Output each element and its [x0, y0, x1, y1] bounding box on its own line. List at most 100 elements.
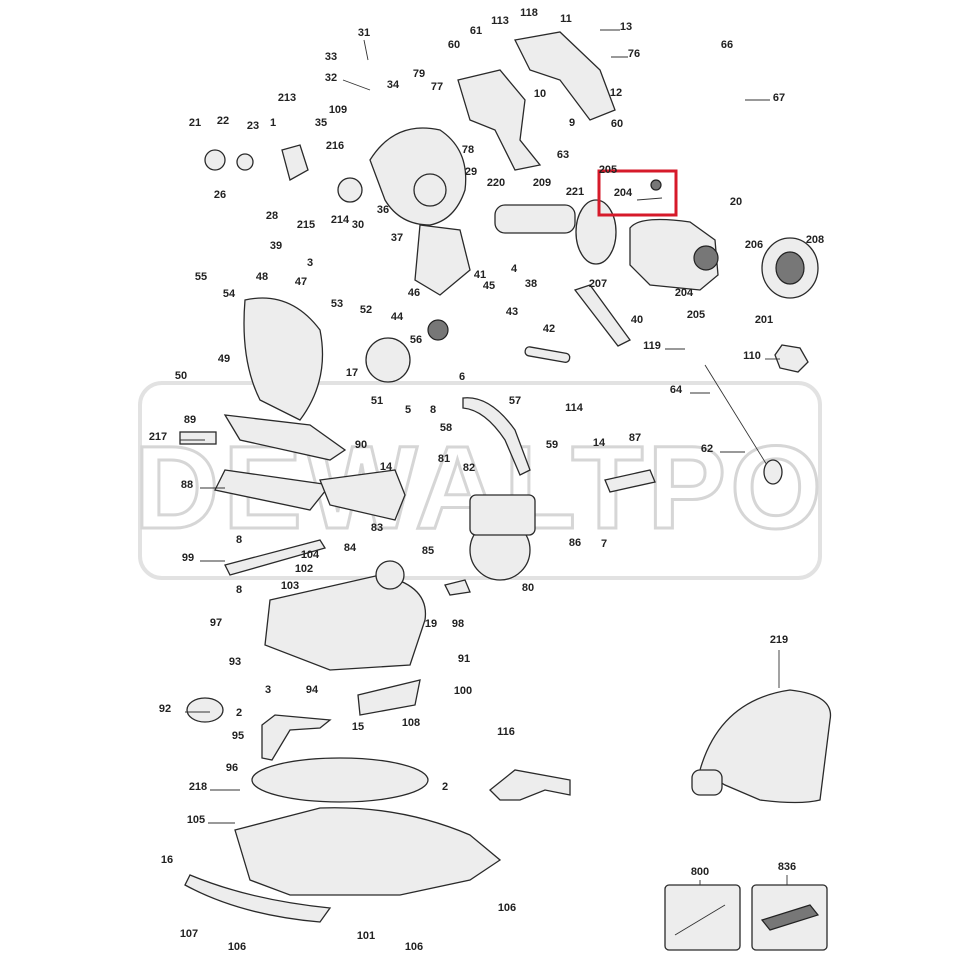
- part-label-59: 59: [546, 439, 558, 451]
- washer-23-part: [236, 153, 254, 171]
- part-label-67: 67: [773, 92, 785, 104]
- part-label-36: 36: [377, 204, 389, 216]
- part-label-17: 17: [346, 367, 358, 379]
- part-label-50: 50: [175, 370, 187, 382]
- part-label-5: 5: [405, 404, 411, 416]
- part-label-206: 206: [745, 239, 763, 251]
- part-label-96: 96: [226, 762, 238, 774]
- part-label-95: 95: [232, 730, 244, 742]
- part-label-106: 106: [228, 941, 246, 953]
- part-label-79: 79: [413, 68, 425, 80]
- lever-95-part: [261, 714, 332, 761]
- part-label-16: 16: [161, 854, 173, 866]
- part-label-14: 14: [593, 437, 606, 449]
- part-label-204: 204: [675, 287, 694, 299]
- table-ring-108-part: [251, 757, 429, 803]
- part-label-46: 46: [408, 287, 420, 299]
- part-label-221: 221: [566, 186, 584, 198]
- part-label-107: 107: [180, 928, 198, 940]
- part-label-6: 6: [459, 371, 465, 383]
- part-label-114: 114: [565, 402, 584, 414]
- part-label-836: 836: [778, 861, 796, 873]
- part-label-87: 87: [629, 432, 641, 444]
- wrench-800-part: [674, 904, 726, 936]
- part-label-216: 216: [326, 140, 344, 152]
- part-label-201: 201: [755, 314, 773, 326]
- bevel-handle-part: [604, 469, 656, 493]
- scale-107-part: [184, 874, 332, 923]
- part-label-47: 47: [295, 276, 307, 288]
- screw-204-part: [650, 179, 662, 191]
- part-label-118: 118: [520, 7, 538, 19]
- part-label-116: 116: [497, 726, 515, 738]
- fence-89-part: [223, 414, 347, 461]
- part-label-28: 28: [266, 210, 278, 222]
- part-label-38: 38: [525, 278, 537, 290]
- part-label-77: 77: [431, 81, 443, 93]
- part-label-78: 78: [462, 144, 474, 156]
- part-label-2: 2: [236, 707, 242, 719]
- part-label-220: 220: [487, 177, 505, 189]
- part-label-61: 61: [470, 25, 482, 37]
- part-label-57: 57: [509, 395, 521, 407]
- fan-center-part: [775, 251, 805, 285]
- part-label-66: 66: [721, 39, 733, 51]
- part-label-109: 109: [329, 104, 347, 116]
- part-label-218: 218: [189, 781, 207, 793]
- part-label-37: 37: [391, 232, 403, 244]
- part-label-3: 3: [307, 257, 313, 269]
- spring-part: [427, 319, 449, 341]
- part-label-54: 54: [223, 288, 236, 300]
- accessory-800-box: [664, 884, 741, 951]
- part-label-31: 31: [358, 27, 370, 39]
- part-label-213: 213: [278, 92, 296, 104]
- dust-bag-part: [699, 689, 832, 804]
- handle-cover-part: [514, 31, 616, 121]
- lock-knob-part: [763, 459, 783, 485]
- part-label-49: 49: [218, 353, 230, 365]
- part-label-55: 55: [195, 271, 207, 283]
- part-label-63: 63: [557, 149, 569, 161]
- part-label-51: 51: [371, 395, 383, 407]
- part-label-106: 106: [498, 902, 516, 914]
- knob-92-part: [186, 697, 224, 723]
- part-label-92: 92: [159, 703, 171, 715]
- part-label-32: 32: [325, 72, 337, 84]
- part-label-219: 219: [770, 634, 788, 646]
- part-label-88: 88: [181, 479, 193, 491]
- part-label-42: 42: [543, 323, 555, 335]
- part-label-33: 33: [325, 51, 337, 63]
- part-label-119: 119: [643, 340, 661, 352]
- part-label-22: 22: [217, 115, 229, 127]
- lower-guard-part: [243, 297, 324, 421]
- armature-shaft-part: [494, 204, 576, 234]
- part-label-209: 209: [533, 177, 551, 189]
- spindle-part: [337, 177, 363, 203]
- part-label-29: 29: [465, 166, 477, 178]
- part-label-1: 1: [270, 117, 276, 129]
- part-label-99: 99: [182, 552, 194, 564]
- part-label-21: 21: [189, 117, 201, 129]
- part-label-97: 97: [210, 617, 222, 629]
- hub-cover-part: [365, 337, 411, 383]
- part-label-80: 80: [522, 582, 534, 594]
- part-label-800: 800: [691, 866, 709, 878]
- part-label-100: 100: [454, 685, 472, 697]
- part-label-105: 105: [187, 814, 205, 826]
- label-217-part: [179, 431, 217, 445]
- clip-98-part: [444, 579, 471, 596]
- part-label-35: 35: [315, 117, 327, 129]
- part-label-104: 104: [301, 549, 320, 561]
- part-label-89: 89: [184, 414, 196, 426]
- part-label-205: 205: [687, 309, 705, 321]
- part-label-91: 91: [458, 653, 470, 665]
- motor-housing-part: [629, 218, 719, 291]
- part-label-90: 90: [355, 439, 367, 451]
- part-label-30: 30: [352, 219, 364, 231]
- part-label-41: 41: [474, 269, 486, 281]
- pivot-rod-part: [524, 346, 571, 363]
- base-105-part: [234, 807, 502, 896]
